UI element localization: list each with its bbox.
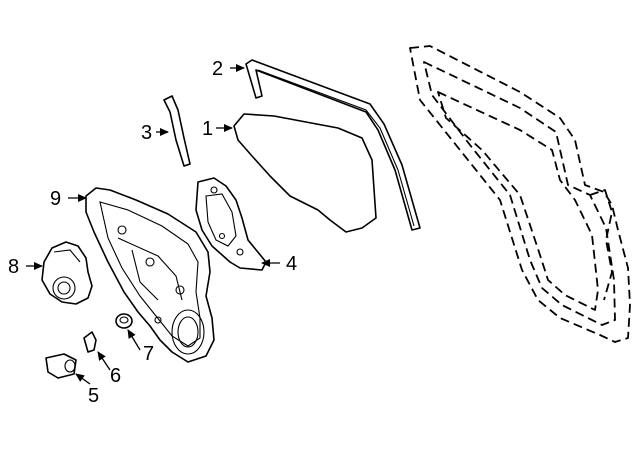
glass-run-channel — [245, 59, 421, 231]
plug — [115, 313, 133, 329]
callout-2: 2 — [212, 58, 223, 80]
door-shell-outline — [409, 45, 631, 343]
callout-6: 6 — [110, 365, 121, 387]
callout-8: 8 — [8, 256, 19, 278]
clip — [83, 331, 97, 353]
callout-5: 5 — [88, 385, 99, 407]
leader-lines — [26, 64, 280, 385]
callout-7: 7 — [143, 343, 154, 365]
window-motor — [41, 241, 93, 305]
bolt — [45, 353, 77, 379]
regulator-carrier-plate — [85, 187, 215, 363]
callout-9: 9 — [50, 188, 61, 210]
callout-3: 3 — [141, 122, 152, 144]
callout-4: 4 — [286, 253, 297, 275]
rear-run-channel — [163, 95, 191, 167]
callout-1: 1 — [202, 118, 213, 140]
door-glass — [233, 113, 377, 233]
